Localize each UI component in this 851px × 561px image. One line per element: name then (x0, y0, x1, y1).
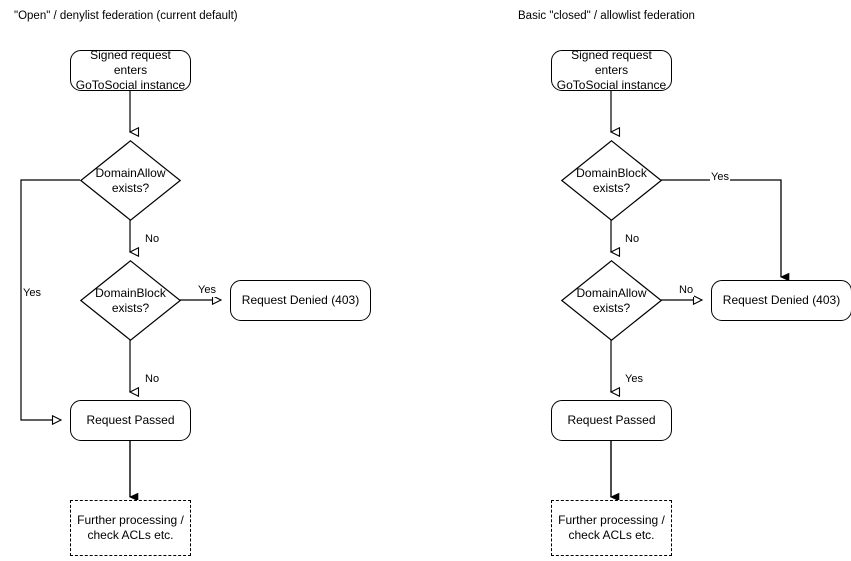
node-right-further-processing-label: Further processing / check ACLs etc. (558, 513, 665, 542)
diamond-shape (560, 260, 663, 341)
node-right-decision-domainblock: DomainBlock exists? (560, 140, 663, 221)
node-right-decision-domainallow: DomainAllow exists? (560, 260, 663, 341)
edge-label-left-allow-yes: Yes (22, 287, 42, 300)
node-right-request-passed-label: Request Passed (567, 413, 656, 427)
node-left-request-denied-label: Request Denied (403) (241, 293, 360, 307)
node-right-decision-domainallow-label: DomainAllow exists? (576, 285, 647, 315)
edge-label-right-block-yes: Yes (710, 171, 730, 184)
node-left-entry: Signed request enters GoToSocial instanc… (70, 48, 191, 92)
edge-left-allow-yes-to-passed (20, 179, 80, 426)
node-left-request-passed-label: Request Passed (86, 413, 175, 427)
node-left-further-processing-label: Further processing / check ACLs etc. (77, 513, 184, 542)
diagram-title-open-denylist: "Open" / denylist federation (current de… (14, 10, 238, 22)
node-left-decision-domainallow: DomainAllow exists? (79, 140, 182, 221)
diamond-shape (79, 260, 182, 341)
node-right-further-processing: Further processing / check ACLs etc. (551, 500, 672, 556)
edge-label-left-allow-no: No (144, 233, 161, 246)
node-left-further-processing: Further processing / check ACLs etc. (70, 500, 191, 556)
node-left-request-denied: Request Denied (403) (230, 280, 371, 321)
edge-label-right-allow-no: No (678, 284, 695, 297)
edge-right-block-yes-to-denied (661, 179, 790, 282)
node-left-decision-domainblock: DomainBlock exists? (79, 260, 182, 341)
edge-label-right-block-no: No (624, 233, 641, 246)
node-right-request-passed: Request Passed (551, 400, 672, 441)
node-right-request-denied-label: Request Denied (403) (722, 293, 841, 307)
diagram-title-closed-allowlist: Basic "closed" / allowlist federation (518, 10, 695, 22)
node-left-decision-domainblock-label: DomainBlock exists? (95, 285, 166, 315)
node-right-entry: Signed request enters GoToSocial instanc… (551, 48, 672, 92)
diamond-shape (79, 140, 182, 221)
node-right-request-denied: Request Denied (403) (711, 280, 851, 321)
node-left-request-passed: Request Passed (70, 400, 191, 441)
node-left-entry-label: Signed request enters GoToSocial instanc… (75, 48, 186, 92)
diamond-shape (560, 140, 663, 221)
edge-label-left-block-no: No (144, 373, 161, 386)
node-right-entry-label: Signed request enters GoToSocial instanc… (556, 48, 667, 92)
node-right-decision-domainblock-label: DomainBlock exists? (576, 165, 647, 195)
node-left-decision-domainallow-label: DomainAllow exists? (95, 165, 166, 195)
edge-label-right-allow-yes: Yes (624, 373, 644, 386)
edge-label-left-block-yes: Yes (197, 284, 217, 297)
